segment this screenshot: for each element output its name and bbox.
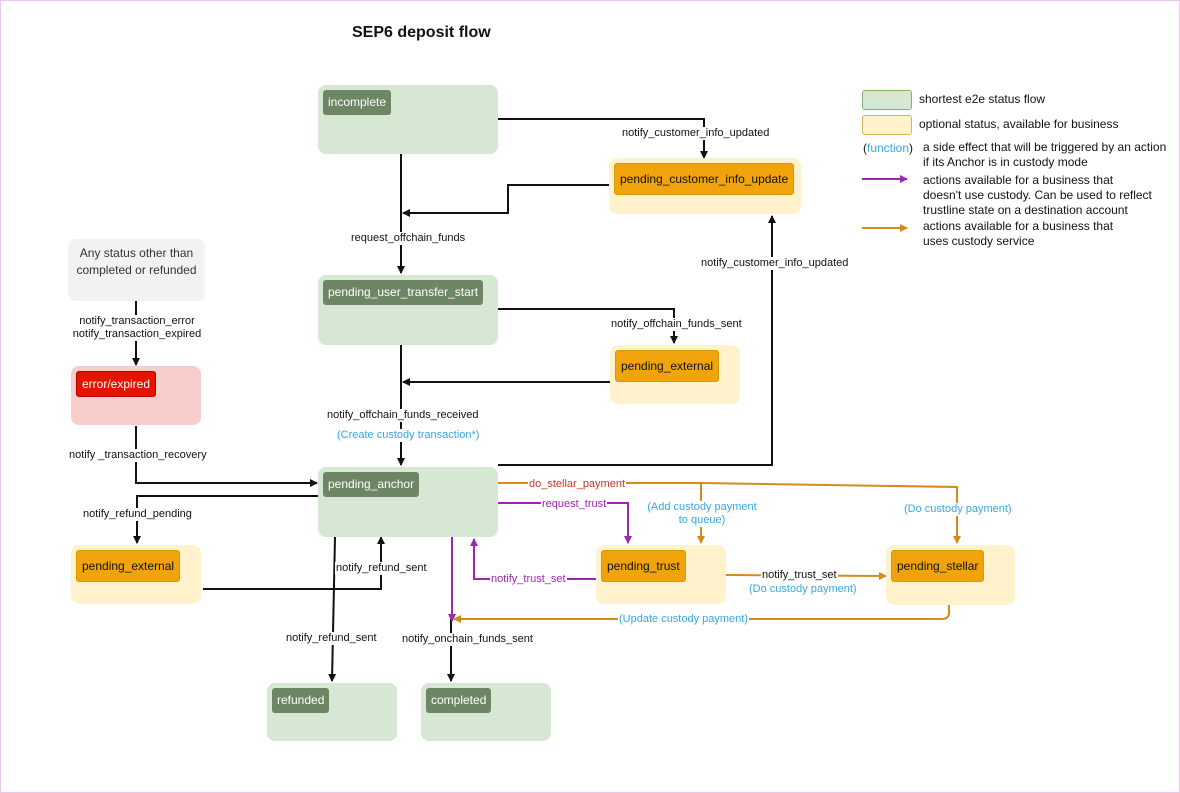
legend-orange-1: actions available for a business that	[923, 219, 1114, 233]
label-notify-transaction-expired: notify_transaction_expired	[72, 328, 202, 340]
legend-function-marker: (function)	[863, 141, 913, 155]
any-status-line-2: completed or refunded	[76, 263, 197, 277]
label-request-offchain-funds: request_offchain_funds	[350, 232, 467, 245]
state-completed-label: completed	[426, 688, 492, 713]
label-do-stellar-payment: do_stellar_payment	[528, 478, 627, 491]
state-any-status: Any status other than completed or refun…	[68, 239, 205, 301]
label-request-trust: request_trust	[541, 498, 608, 511]
label-notify-transaction-error-expired: notify_transaction_error notify_transact…	[71, 315, 203, 341]
diagram-title: SEP6 deposit flow	[352, 24, 491, 41]
legend-side-effect-1: a side effect that will be triggered by …	[923, 140, 1167, 154]
state-pending-anchor-label: pending_anchor	[323, 472, 420, 497]
state-incomplete: incomplete	[318, 85, 498, 154]
state-pending-customer-info-update-label: pending_customer_info_update	[614, 163, 795, 195]
state-pending-stellar: pending_stellar	[886, 545, 1015, 605]
edge-customer-info-back	[402, 184, 610, 217]
edge-refund-external-to-anchor	[203, 536, 385, 590]
legend-orange-2: uses custody service	[923, 234, 1035, 248]
legend-function-open: (	[863, 141, 867, 155]
edge-incomplete-to-customer-info	[498, 118, 708, 159]
edge-error-to-anchor	[135, 426, 318, 487]
legend-purple-1: actions available for a business that	[923, 173, 1114, 187]
legend-function-close: )	[909, 141, 914, 155]
label-create-custody-transaction: (Create custody transaction*)	[336, 429, 481, 442]
edge-user-transfer-to-external	[498, 308, 678, 344]
label-do-custody-payment-mid: (Do custody payment)	[748, 583, 858, 596]
legend-purple-2: doesn't use custody. Can be used to refl…	[923, 188, 1152, 202]
label-notify-offchain-funds-sent: notify_offchain_funds_sent	[610, 318, 743, 331]
state-pending-external-top-label: pending_external	[615, 350, 720, 382]
legend-side-effect: a side effect that will be triggered by …	[923, 140, 1166, 170]
label-update-custody-payment: (Update custody payment)	[618, 613, 750, 626]
state-pending-user-transfer-start-label: pending_user_transfer_start	[323, 280, 484, 305]
legend-orange-text: actions available for a business that us…	[923, 219, 1113, 249]
state-pending-trust: pending_trust	[596, 545, 726, 604]
label-notify-refund-pending: notify_refund_pending	[82, 508, 193, 521]
label-notify-transaction-recovery: notify _transaction_recovery	[68, 449, 208, 462]
legend-purple-text: actions available for a business that do…	[923, 173, 1152, 218]
label-notify-customer-info-updated-right: notify_customer_info_updated	[700, 257, 850, 270]
state-error-expired: error/expired	[71, 366, 201, 425]
label-add-custody-payment-2: to queue)	[678, 514, 726, 526]
state-pending-trust-label: pending_trust	[601, 550, 686, 582]
label-notify-refund-sent-outer: notify_refund_sent	[285, 632, 378, 645]
state-pending-external-left: pending_external	[71, 545, 201, 604]
legend-side-effect-2: if its Anchor is in custody mode	[923, 155, 1088, 169]
legend-yellow-swatch	[862, 115, 912, 135]
state-pending-stellar-label: pending_stellar	[891, 550, 985, 582]
label-do-custody-payment-right: (Do custody payment)	[903, 503, 1013, 516]
state-pending-external-left-label: pending_external	[76, 550, 181, 582]
label-notify-onchain-funds-sent: notify_onchain_funds_sent	[401, 633, 534, 646]
state-incomplete-label: incomplete	[323, 90, 392, 115]
state-pending-customer-info-update: pending_customer_info_update	[609, 158, 801, 214]
state-refunded-label: refunded	[272, 688, 330, 713]
state-completed: completed	[421, 683, 551, 741]
legend-function-word: function	[867, 141, 910, 155]
label-notify-trust-set-orange: notify_trust_set	[761, 569, 838, 582]
edge-anchor-to-refund-pending	[133, 495, 319, 544]
label-notify-customer-info-updated-top: notify_customer_info_updated	[621, 127, 771, 140]
label-notify-offchain-funds-received: notify_offchain_funds_received	[326, 409, 480, 422]
any-status-text: Any status other than completed or refun…	[68, 245, 205, 279]
state-refunded: refunded	[267, 683, 397, 741]
legend-optional: optional status, available for business	[919, 117, 1119, 131]
legend-shortest: shortest e2e status flow	[919, 92, 1046, 106]
legend-purple-3: trustline state on a destination account	[923, 203, 1128, 217]
state-pending-anchor: pending_anchor	[318, 467, 498, 537]
state-pending-external-top: pending_external	[610, 345, 740, 404]
label-add-custody-payment-1: (Add custody payment	[647, 501, 757, 513]
edge-anchor-to-customer-info	[498, 215, 776, 466]
edge-anchor-to-refunded	[328, 536, 337, 682]
state-error-expired-label: error/expired	[76, 371, 157, 397]
edge-stellar-to-completed	[453, 605, 950, 623]
label-notify-trust-set-purple: notify_trust_set	[490, 573, 567, 586]
state-pending-user-transfer-start: pending_user_transfer_start	[318, 275, 498, 345]
label-notify-refund-sent-inner: notify_refund_sent	[335, 562, 428, 575]
any-status-line-1: Any status other than	[79, 246, 194, 260]
legend-green-swatch	[862, 90, 912, 110]
label-notify-transaction-error: notify_transaction_error	[79, 315, 195, 327]
label-add-custody-payment: (Add custody payment to queue)	[641, 501, 763, 527]
